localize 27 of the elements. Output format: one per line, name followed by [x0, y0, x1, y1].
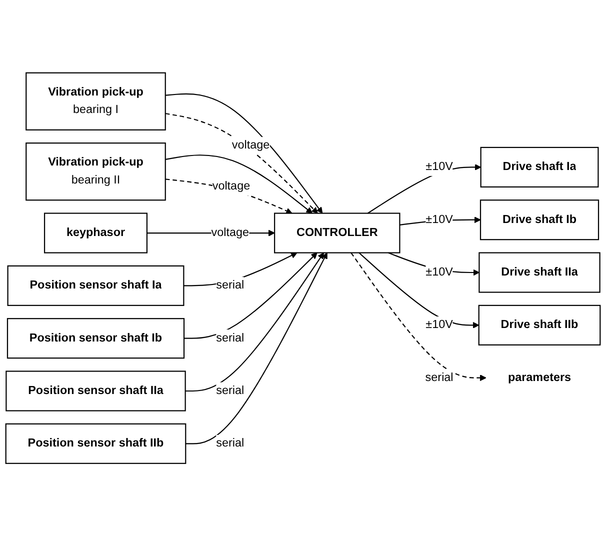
- edge-label: voltage: [232, 139, 270, 152]
- edge-label: ±10V: [426, 266, 453, 279]
- edge-label: voltage: [212, 180, 250, 193]
- node-box: CONTROLLER: [274, 213, 400, 254]
- node-box: Position sensor shaft Ia: [7, 266, 184, 306]
- node-box: Drive shaft IIa: [478, 252, 600, 294]
- edge-label: serial: [216, 437, 244, 450]
- node-box: Position sensor shaft Ib: [6, 318, 185, 359]
- edge-label: serial: [216, 384, 244, 398]
- arrow: [186, 252, 328, 445]
- node-box: Drive shaft Ia: [480, 147, 599, 188]
- node-box: Position sensor shaft IIa: [6, 371, 186, 412]
- node-box: Vibration pick-up bearing I: [26, 72, 166, 131]
- node-box: keyphasor: [44, 213, 148, 254]
- edge-label: ±10V: [426, 318, 453, 332]
- arrow: [185, 252, 324, 392]
- edge-label: serial: [216, 279, 244, 292]
- node-box: Drive shaft IIb: [478, 305, 601, 346]
- edge-label: serial: [216, 332, 244, 345]
- edge-label: voltage: [211, 226, 249, 240]
- node-box: Drive shaft Ib: [480, 200, 600, 241]
- node-box: Vibration pick-up bearing II: [26, 142, 166, 202]
- node-box: Position sensor shaft IIb: [5, 424, 186, 464]
- edge-label: ±10V: [426, 160, 453, 174]
- node-text: parameters: [508, 372, 572, 384]
- edge-label: serial: [425, 372, 454, 384]
- edge-label: ±10V: [426, 214, 453, 226]
